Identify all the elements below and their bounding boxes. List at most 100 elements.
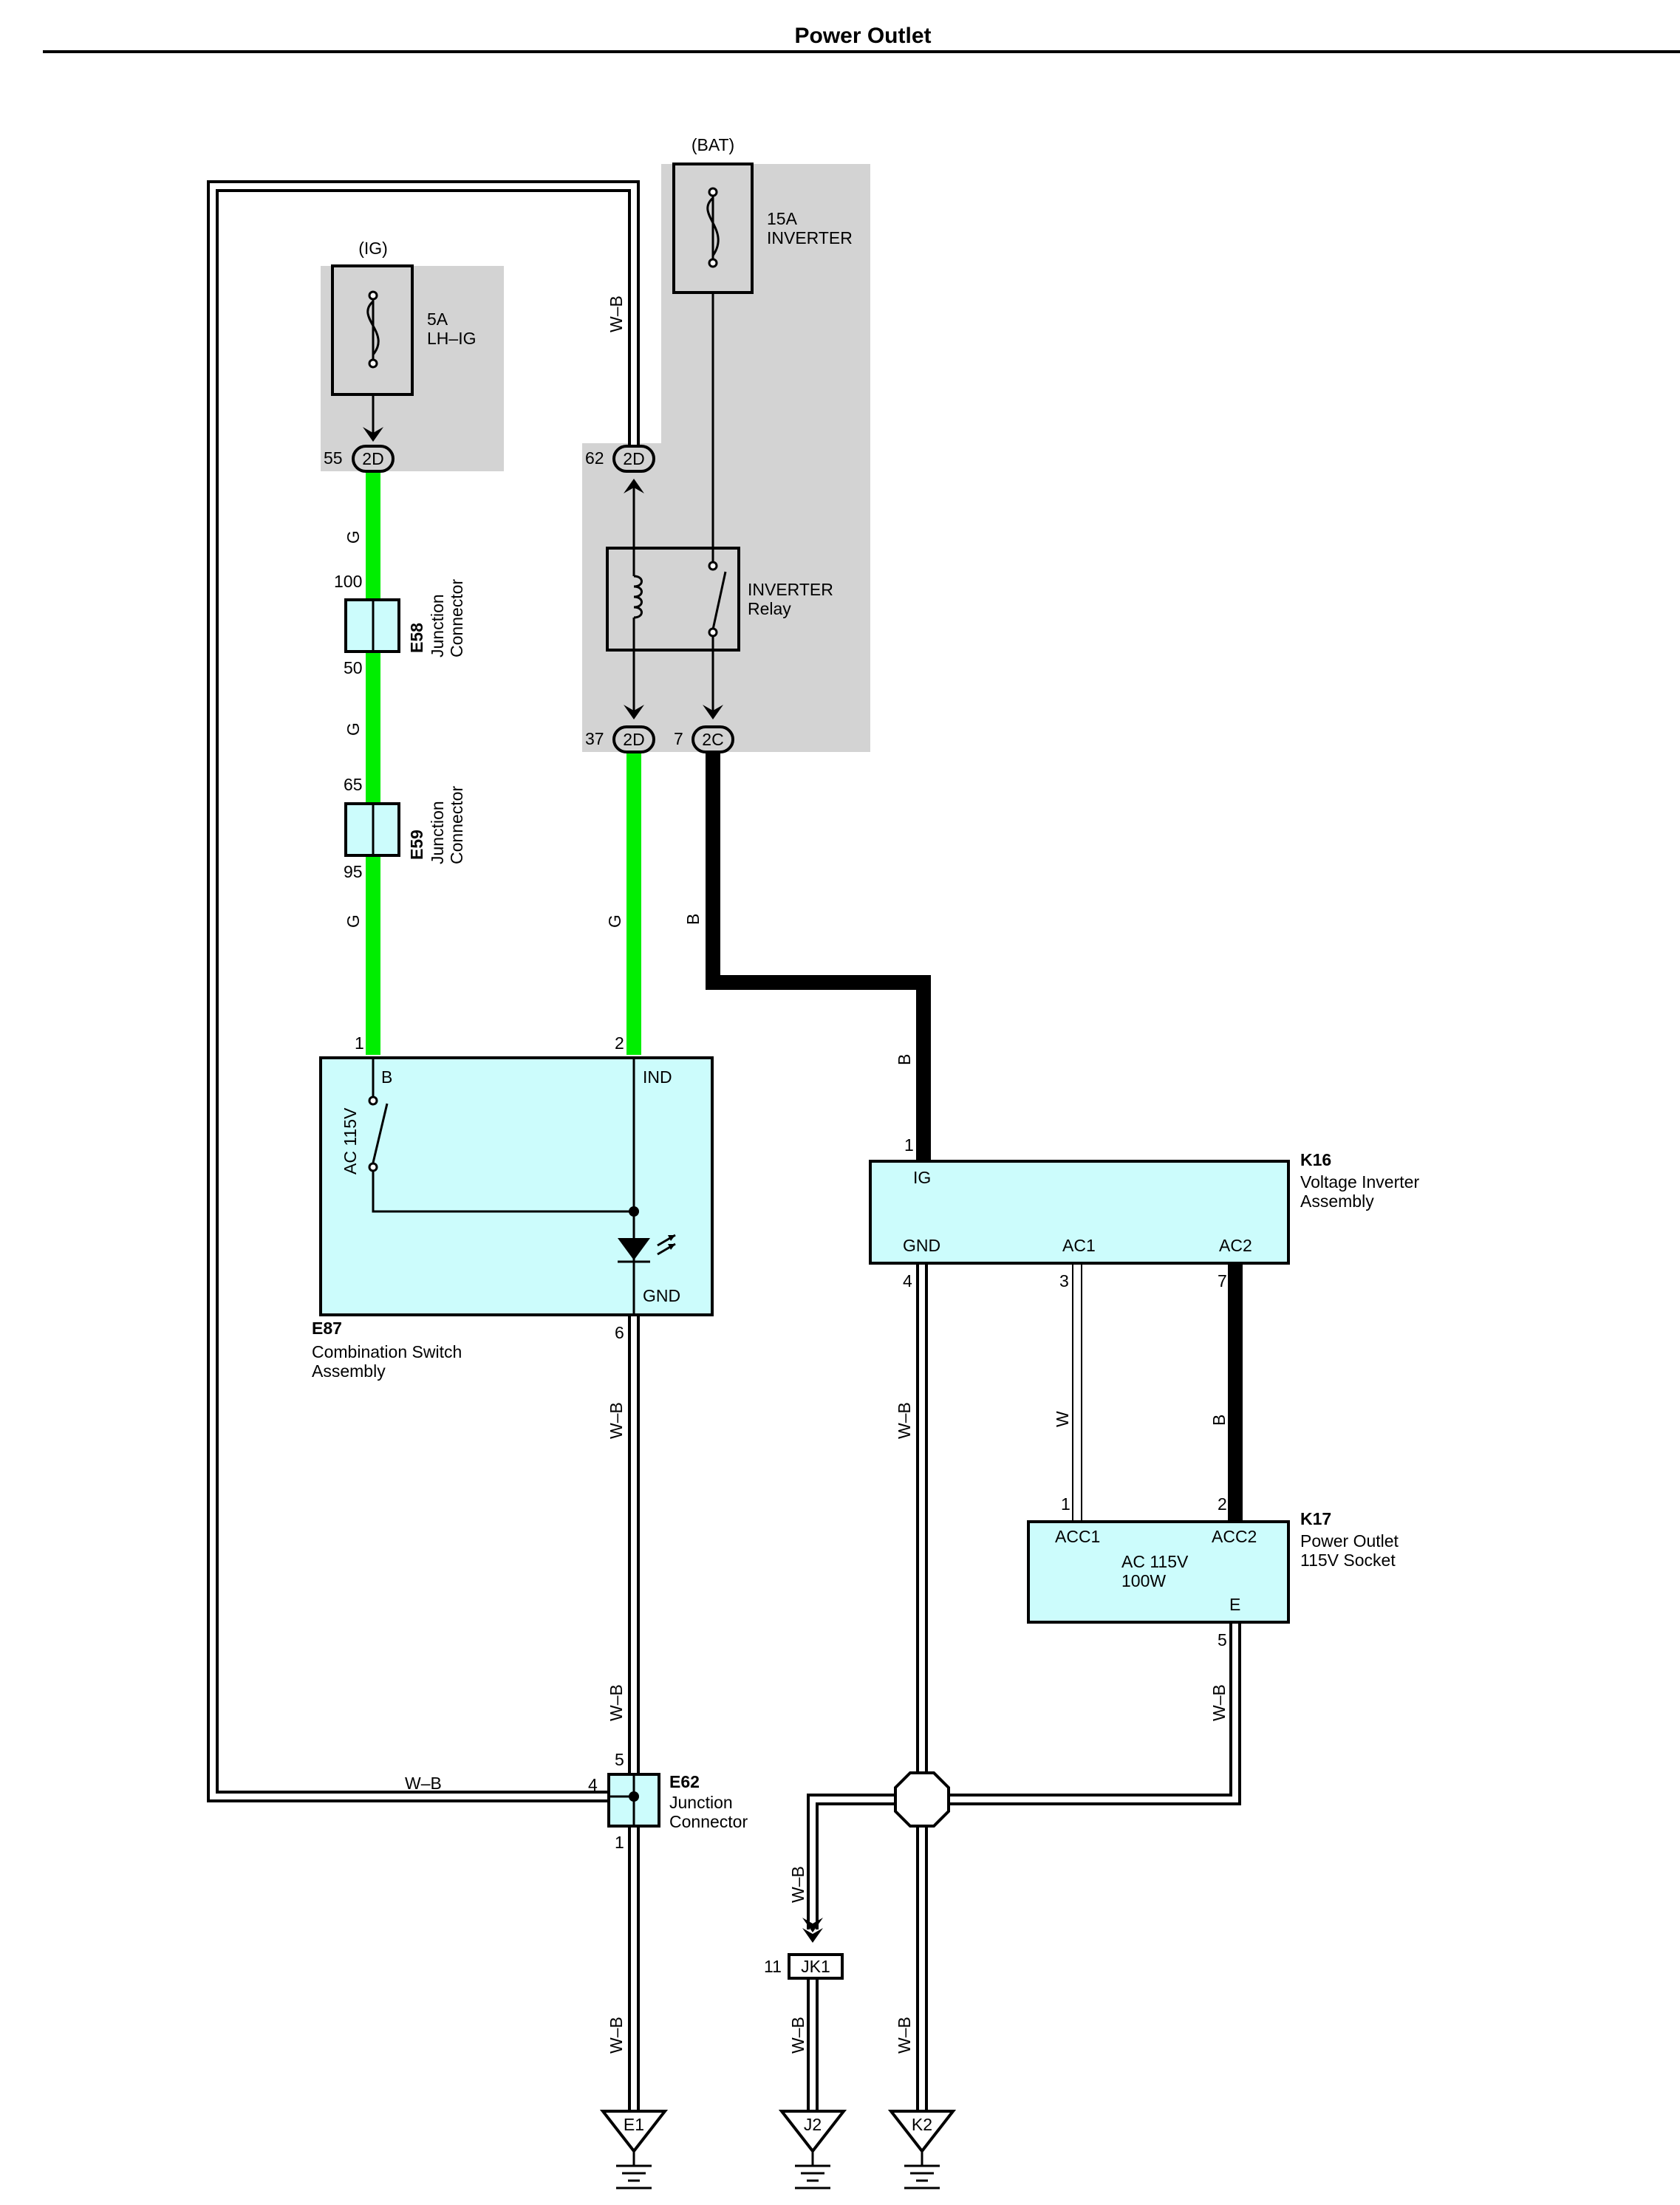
component-k16: 1 IG GND AC1 AC2 4 3 7 K16 Voltage Inver… xyxy=(869,1135,1419,1290)
e58-line1: Junction xyxy=(428,594,447,657)
k16-label-ig: IG xyxy=(913,1168,931,1187)
connector-37-pin: 37 xyxy=(585,729,604,748)
wire-label-g: G xyxy=(344,722,363,736)
e62-pin-top: 5 xyxy=(615,1750,624,1769)
connector-37-label: 2D xyxy=(623,730,644,749)
connector-62-pin: 62 xyxy=(585,448,604,468)
wire-label-g: G xyxy=(605,915,624,928)
jk1-pin: 11 xyxy=(764,1957,782,1976)
wire-label-g: G xyxy=(344,915,363,928)
k17-pin-e: 5 xyxy=(1218,1630,1227,1650)
connector-jk1: 11 JK1 xyxy=(764,1918,844,1980)
wb-wire-loop xyxy=(207,180,640,1802)
e58-pin-top: 100 xyxy=(334,572,362,591)
k16-label-ac2: AC2 xyxy=(1219,1236,1252,1255)
e87-pin-ind: 2 xyxy=(615,1033,624,1053)
arrow-icon xyxy=(624,705,644,719)
connector-62-label: 2D xyxy=(623,449,644,468)
e62-pin-left: 4 xyxy=(588,1775,598,1794)
e87-name-line2: Assembly xyxy=(312,1361,386,1381)
connector-55-label: 2D xyxy=(362,449,383,468)
led-icon xyxy=(618,1238,650,1260)
ground-j2: J2 xyxy=(778,2110,847,2189)
relay-suffix: Relay xyxy=(748,599,791,618)
e62-line1: Junction xyxy=(669,1793,733,1812)
k16-name-line1: Voltage Inverter xyxy=(1300,1172,1419,1192)
wire-label-wb: W–B xyxy=(607,2017,626,2054)
wire-label-wb: W–B xyxy=(1209,1684,1229,1721)
k17-name-line1: Power Outlet xyxy=(1300,1531,1399,1551)
connector-55-pin: 55 xyxy=(324,448,343,468)
fuse-inverter: (BAT) 15A INVERTER xyxy=(672,135,853,294)
component-k17: 1 2 ACC1 ACC2 AC 115V 100W E 5 K17 Power… xyxy=(1027,1494,1399,1650)
k16-pin-gnd: 4 xyxy=(903,1271,912,1290)
e58-line2: Connector xyxy=(447,579,466,657)
wire-label-wb: W–B xyxy=(895,1402,914,1439)
wire-label-b: B xyxy=(683,914,703,925)
junction-e58: 100 50 E58 Junction Connector xyxy=(334,572,466,677)
junction-e59: 65 95 E59 Junction Connector xyxy=(344,775,466,881)
k17-pin-acc2: 2 xyxy=(1218,1494,1227,1514)
arrow-icon xyxy=(802,1928,823,1943)
e62-line2: Connector xyxy=(669,1812,748,1831)
arrow-icon xyxy=(363,427,383,442)
e62-id: E62 xyxy=(669,1772,700,1791)
e59-line1: Junction xyxy=(428,801,447,864)
k17-name-line2: 115V Socket xyxy=(1300,1551,1396,1570)
k16-pin-ac2: 7 xyxy=(1218,1271,1227,1290)
inverter-relay: INVERTER Relay xyxy=(606,547,833,652)
wire-label-g: G xyxy=(344,530,363,544)
e87-label-gnd: GND xyxy=(643,1286,680,1305)
e87-pin-gnd: 6 xyxy=(615,1323,624,1342)
fuse-lh-ig: (IG) 5A LH–IG xyxy=(331,239,476,396)
e58-pin-bottom: 50 xyxy=(344,658,363,677)
ground-k2-label: K2 xyxy=(912,2115,932,2134)
k16-label-ac1: AC1 xyxy=(1062,1236,1096,1255)
jk1-label: JK1 xyxy=(801,1957,830,1976)
ground-e1: E1 xyxy=(599,2110,669,2189)
k16-label-gnd: GND xyxy=(903,1236,940,1255)
relay-coil-icon xyxy=(633,575,643,619)
arrow-up-icon xyxy=(624,479,644,493)
k17-id: K17 xyxy=(1300,1509,1331,1528)
ig-source-label: (IG) xyxy=(358,239,388,258)
k17-rating1: AC 115V xyxy=(1121,1552,1189,1571)
wire-label-wb: W–B xyxy=(607,1684,626,1721)
bat-source-label: (BAT) xyxy=(692,135,734,154)
connector-7-label: 2C xyxy=(702,730,723,749)
e59-id: E59 xyxy=(407,830,426,860)
wire-label-b: B xyxy=(1209,1415,1229,1426)
k17-rating2: 100W xyxy=(1121,1571,1166,1590)
k17-label-e: E xyxy=(1229,1595,1240,1614)
splice-point xyxy=(894,1771,950,1828)
ac-switch-icon xyxy=(372,1103,389,1163)
k17-label-acc1: ACC1 xyxy=(1055,1527,1100,1546)
wire-label-wb: W–B xyxy=(895,2017,914,2054)
wire-label-w: W xyxy=(1053,1411,1072,1427)
arrow-icon xyxy=(802,1918,823,1932)
ground-j2-label: J2 xyxy=(804,2115,822,2134)
arrow-icon xyxy=(703,705,723,719)
e59-pin-bottom: 95 xyxy=(344,862,363,881)
e62-pin-bottom: 1 xyxy=(615,1833,624,1852)
e87-label-b: B xyxy=(381,1067,392,1087)
wb-wire-k17-e xyxy=(922,1621,1241,1805)
b-wire-relay-k16 xyxy=(706,752,931,1161)
ground-e1-label: E1 xyxy=(624,2115,644,2134)
k17-pin-acc1: 1 xyxy=(1061,1494,1071,1514)
page-title: Power Outlet xyxy=(794,24,931,48)
fuse-inverter-rating: 15A xyxy=(767,209,798,228)
k17-label-acc2: ACC2 xyxy=(1212,1527,1257,1546)
component-e87: 1 2 B IND AC 115V GND 6 E87 Combination … xyxy=(312,1033,714,1381)
connector-37: 37 2D xyxy=(585,725,655,753)
k16-pin-ac1: 3 xyxy=(1059,1271,1069,1290)
e87-name-line1: Combination Switch xyxy=(312,1342,462,1361)
wire-label-wb: W–B xyxy=(405,1774,442,1793)
e59-pin-top: 65 xyxy=(344,775,363,794)
e87-label-ind: IND xyxy=(643,1067,672,1087)
k16-name-line2: Assembly xyxy=(1300,1192,1374,1211)
relay-name: INVERTER xyxy=(748,580,833,599)
e59-line2: Connector xyxy=(447,786,466,864)
wire-label-b: B xyxy=(895,1054,914,1065)
ground-k2: K2 xyxy=(887,2110,957,2189)
